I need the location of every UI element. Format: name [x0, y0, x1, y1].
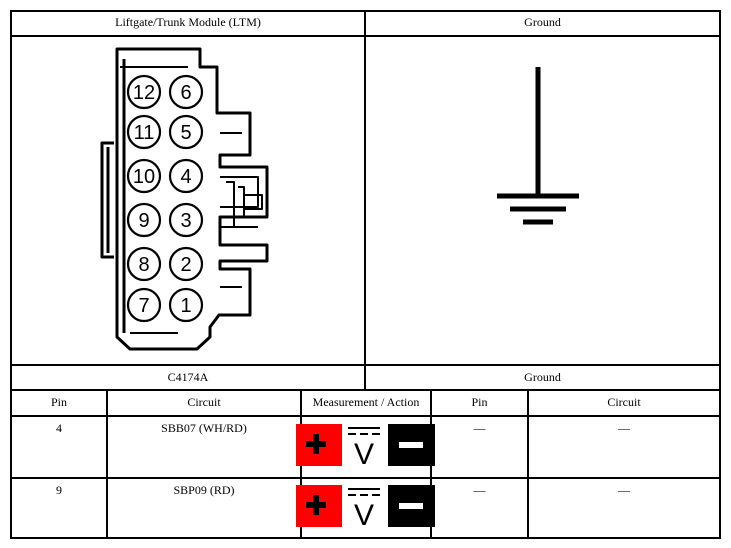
header-pin-2: Pin: [471, 395, 488, 409]
voltmeter-icon: V: [296, 485, 435, 532]
pin-label: 11: [134, 122, 155, 144]
ltm-header: Liftgate/Trunk Module (LTM): [115, 15, 261, 29]
row2-circuit: SBP09 (RD): [173, 483, 235, 497]
row1-circuit2: —: [618, 421, 630, 435]
meter-symbol: V: [354, 499, 374, 532]
pin-label: 4: [180, 166, 191, 188]
divider-top-center: [364, 10, 366, 390]
divider-connector-label: [10, 389, 721, 391]
pin-label: 8: [138, 254, 149, 276]
header-pin: Pin: [50, 395, 67, 409]
pin-label: 7: [138, 295, 149, 317]
header-measurement: Measurement / Action: [312, 395, 420, 409]
header-circuit-2: Circuit: [607, 395, 641, 409]
connector-label: C4174A: [167, 370, 209, 384]
pin-label: 9: [138, 210, 149, 232]
pin-label: 2: [180, 254, 191, 276]
pin-label: 10: [133, 166, 155, 188]
pin-label: 1: [180, 295, 191, 317]
meter-symbol: V: [354, 438, 374, 471]
ground-symbol-icon: [497, 67, 579, 225]
voltmeter-icon: V: [296, 424, 435, 471]
pin-label: 5: [180, 122, 191, 144]
divider-row: [10, 477, 721, 479]
divider-table-header: [10, 415, 721, 417]
row2-circuit2: —: [618, 483, 630, 497]
row1-pin2: —: [473, 421, 486, 435]
row1-pin: 4: [56, 421, 62, 435]
ground-label: Ground: [524, 370, 561, 384]
ground-header: Ground: [524, 15, 561, 29]
pin-label: 12: [133, 82, 155, 104]
row1-circuit: SBB07 (WH/RD): [161, 421, 247, 435]
divider-col1: [106, 389, 108, 539]
pin-label: 3: [180, 210, 191, 232]
row2-pin: 9: [56, 483, 62, 497]
divider-col4: [527, 389, 529, 539]
row2-pin2: —: [473, 483, 486, 497]
connector-c4174a-diagram: 12 6 11 5 10 4 9 3 8 2 7 1: [100, 47, 269, 351]
pin-label: 6: [180, 82, 191, 104]
header-circuit: Circuit: [187, 395, 221, 409]
